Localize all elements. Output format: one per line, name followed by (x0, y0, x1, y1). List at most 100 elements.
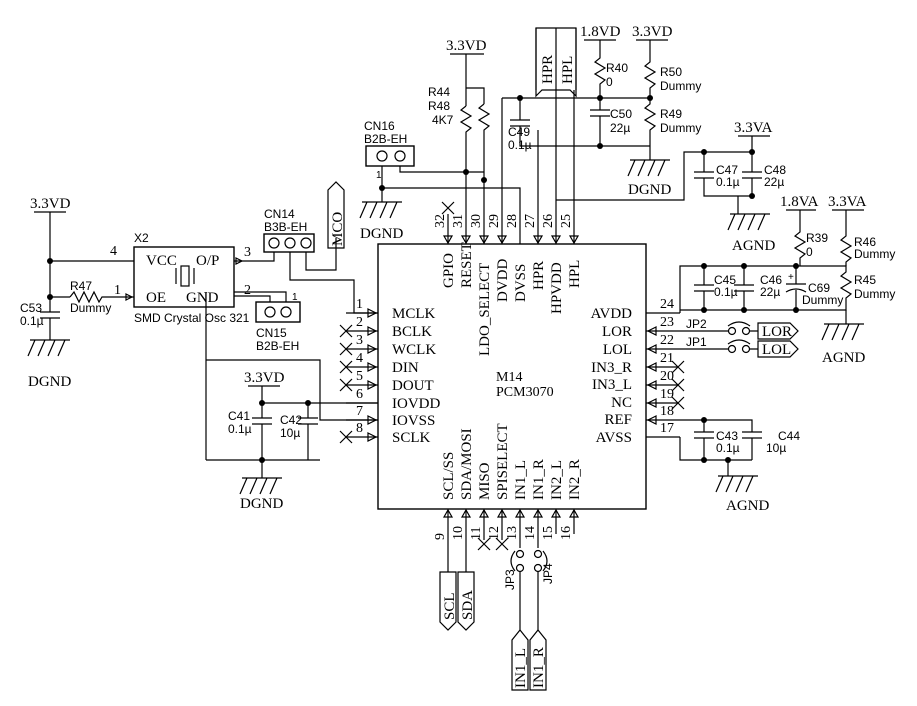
pin-name-dvss: DVSS (513, 264, 529, 302)
pin-name-nc: NC (611, 395, 632, 411)
pin-name-lor: LOR (602, 324, 632, 340)
pin-name-hpvdd: HPVDD (549, 262, 565, 314)
cn14-type: B3B-EH (264, 220, 307, 234)
ic-bottom-pins: SCL/SS SDA/MOSI MISO SPISELECT IN1_L IN1… (433, 423, 583, 572)
r39-value: 0 (806, 245, 813, 259)
c53-value: 0.1µ (20, 314, 44, 328)
cn16-type: B2B-EH (364, 132, 407, 146)
cn16-body (365, 145, 415, 167)
pin-num-24: 24 (660, 297, 674, 312)
pin-num-30: 30 (469, 214, 484, 228)
c45-ref: C45 (714, 273, 736, 287)
pin-num-9: 9 (433, 533, 448, 540)
cn15-type: B2B-EH (256, 339, 299, 353)
pin-name-mclk: MCLK (392, 306, 436, 322)
pin-num-6: 6 (356, 387, 363, 402)
r48-ref: R48 (428, 99, 450, 113)
supply-33vd-top: 3.3VD (446, 38, 487, 54)
pin-name-dout: DOUT (392, 378, 434, 394)
osc-gnd: GND (186, 290, 219, 306)
pin-num-21: 21 (660, 351, 674, 366)
osc-op: O/P (196, 253, 219, 269)
jp1-ref: JP1 (686, 335, 707, 349)
pin-name-in1l: IN1_L (513, 460, 529, 500)
jp2-ref: JP2 (686, 317, 707, 331)
pin-name-avss: AVSS (596, 430, 632, 446)
agnd-r45: AGND (822, 350, 865, 366)
lol-label: LOL (762, 342, 791, 358)
osc-ref: X2 (134, 231, 149, 245)
supply-18va: 1.8VA (780, 194, 819, 210)
c69-plus: + (788, 272, 794, 283)
supply-33va-top: 3.3VA (734, 120, 773, 136)
pin-name-hpr: HPR (531, 261, 547, 290)
pin-name-sda-mosi: SDA/MOSI (459, 428, 475, 500)
supply-18vd: 1.8VD (580, 24, 621, 40)
i2c-net-labels: SCL SDA (439, 571, 476, 631)
pin-name-iovss: IOVSS (392, 413, 435, 429)
pin-name-in2r: IN2_R (567, 459, 583, 500)
cn16-pin1-mark: 1 (376, 170, 382, 181)
r50-ref: R50 (660, 65, 682, 79)
pin-num-22: 22 (660, 333, 674, 348)
pin-name-gpio: GPIO (441, 253, 457, 288)
c42-value: 10µ (280, 426, 300, 440)
osc-pin3: 3 (244, 245, 251, 260)
oscillator-x2: X2 VCC O/P OE GND SMD Crystal Osc 321 4 … (110, 231, 251, 325)
pin-name-reset: RESET (459, 242, 475, 288)
r47-value: Dummy (70, 301, 111, 315)
osc-vcc: VCC (146, 253, 177, 269)
pin-name-avdd: AVDD (591, 306, 633, 322)
pin-num-28: 28 (505, 214, 520, 228)
osc-desc: SMD Crystal Osc 321 (134, 311, 250, 325)
in1r-label: IN1_R (531, 647, 547, 688)
pin-num-13: 13 (505, 526, 520, 540)
scl-label: SCL (442, 592, 458, 620)
avdd-decoupling: 1.8VA R39 0 3.3VA R46 Dummy R45 Dummy + … (679, 194, 895, 366)
c41-ref: C41 (228, 409, 250, 423)
ic-top-pins: GPIO RESET LDO_SELECT DVDD DVSS HPR HPVD… (433, 90, 583, 356)
c45-value: 0.1µ (714, 285, 738, 299)
cn15-ref: CN15 (256, 326, 287, 340)
dgnd-cn16: DGND (360, 226, 403, 242)
ic-right-pins: AVDD LOR LOL IN3_R IN3_L NC REF AVSS 24 … (591, 297, 728, 446)
c44-value: 10µ (766, 441, 786, 455)
pin-num-19: 19 (660, 387, 674, 402)
pin-num-10: 10 (451, 526, 466, 540)
supply-33va-right: 3.3VA (828, 194, 867, 210)
c46-value: 22µ (760, 285, 780, 299)
dgnd-left: DGND (28, 374, 71, 390)
c50-ref: C50 (610, 107, 632, 121)
cn14-ref: CN14 (264, 207, 295, 221)
c41-value: 0.1µ (228, 422, 252, 436)
osc-pin4: 4 (110, 244, 117, 259)
ref-decoupling: C43 0.1µ C44 10µ AGND (679, 417, 800, 514)
pin-num-17: 17 (660, 421, 674, 436)
pin-num-5: 5 (356, 369, 363, 384)
dgnd-iov: DGND (240, 496, 283, 512)
agnd-c47: AGND (732, 238, 775, 254)
agnd-c43: AGND (726, 498, 769, 514)
digital-supply-net: C49 0.1µ HPR HPL 1.8VD R40 0 C50 22µ 3.3… (502, 24, 701, 198)
pin-name-in2l: IN2_L (549, 460, 565, 500)
ic-ref: M14 (496, 370, 522, 385)
c46-ref: C46 (760, 273, 782, 287)
jp3-ref: JP3 (503, 569, 517, 590)
pin-num-25: 25 (559, 214, 574, 228)
cn15-body (255, 301, 301, 323)
r45-ref: R45 (854, 273, 876, 287)
iovdd-decoupling: 3.3VD C41 0.1µ C42 10µ DGND (206, 370, 378, 512)
pin-num-7: 7 (356, 404, 363, 419)
r44-value: 4K7 (432, 113, 454, 127)
pin-num-15: 15 (541, 526, 556, 540)
r46-value: Dummy (854, 247, 895, 261)
pin-name-in3r: IN3_R (591, 360, 632, 376)
lor-label: LOR (762, 324, 792, 340)
sda-label: SDA (460, 590, 476, 620)
hpvdd-decoupling: 3.3VA C47 0.1µ C48 22µ AGND (556, 120, 786, 254)
osc-pin1: 1 (114, 283, 121, 298)
osc-oe: OE (146, 290, 166, 306)
pin-num-20: 20 (660, 369, 674, 384)
pin-name-iovdd: IOVDD (392, 396, 440, 412)
pin-name-lol: LOL (603, 342, 632, 358)
